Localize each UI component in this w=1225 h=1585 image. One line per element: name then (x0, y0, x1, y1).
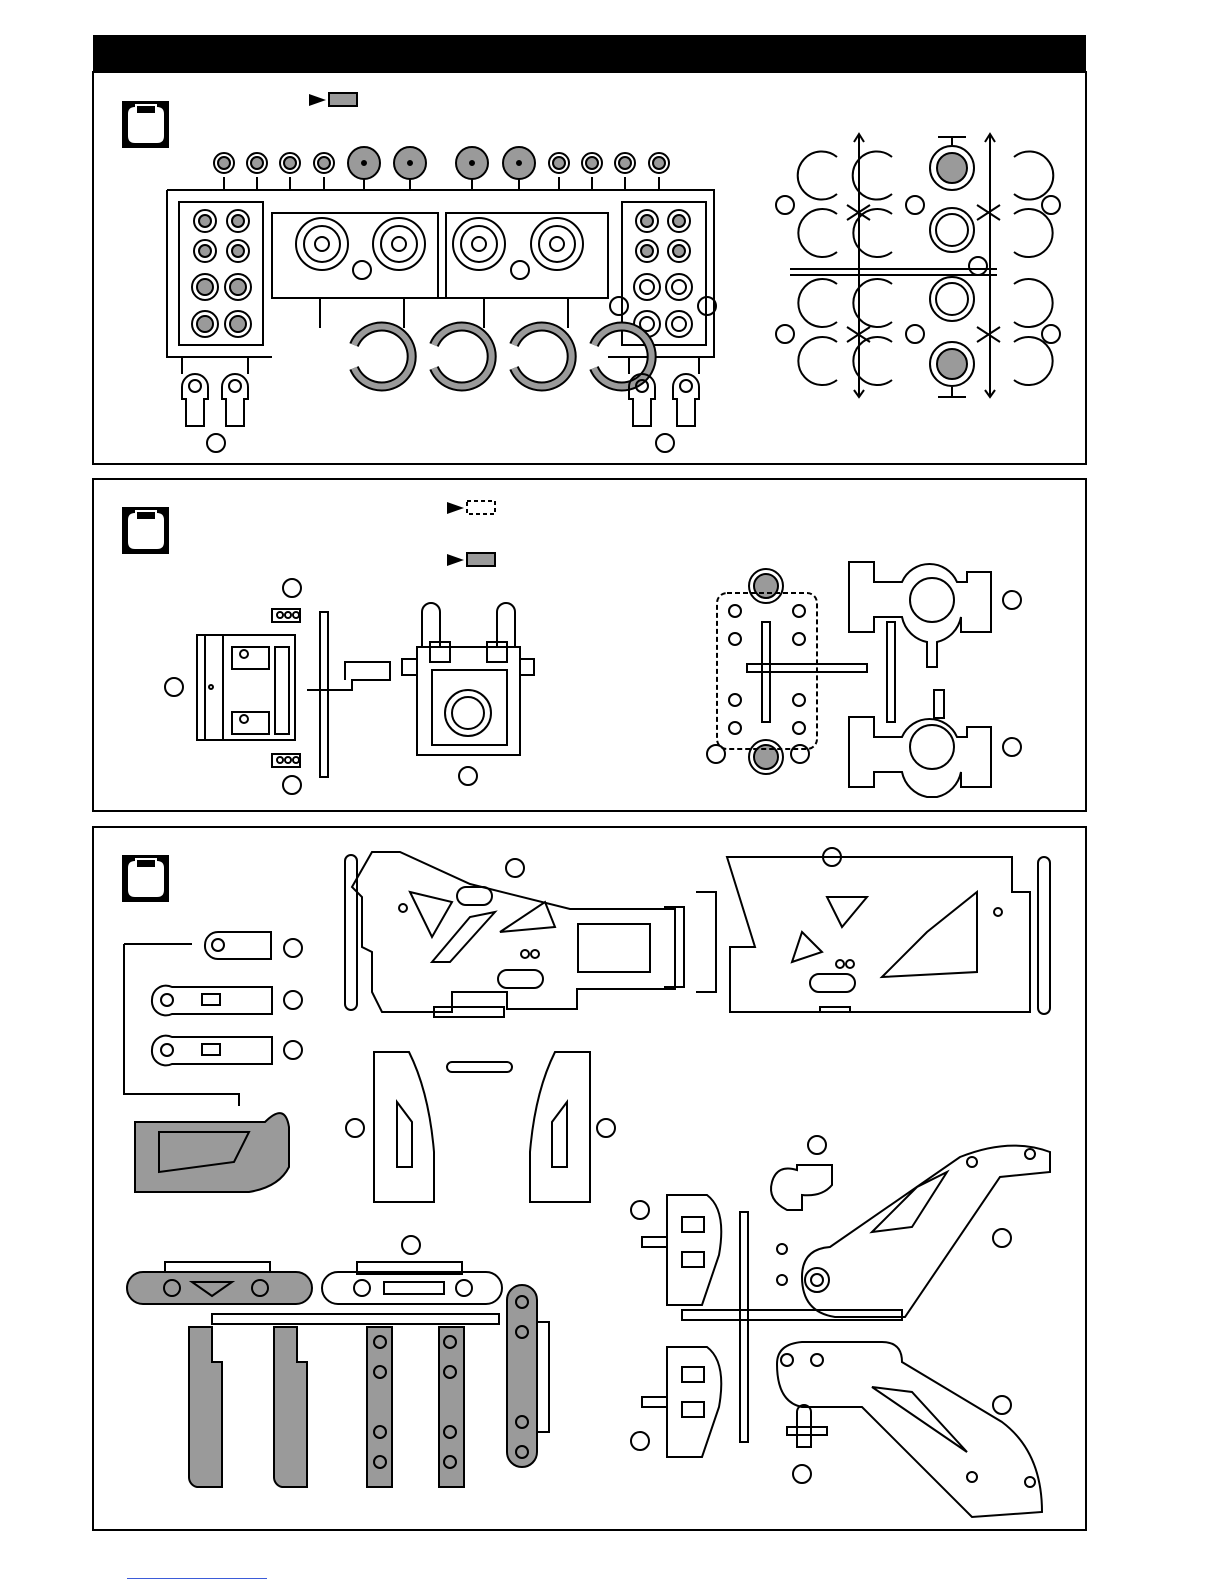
hinge-pin-holders (127, 1236, 549, 1487)
bulkhead-sprue (165, 579, 390, 794)
sprue-panel-3 (92, 826, 1087, 1531)
piston-sprue (167, 177, 716, 387)
parts-bag-icon (122, 855, 169, 902)
arrow-dashed-swatch-icon (447, 501, 495, 514)
sprue-panel-2 (92, 478, 1087, 812)
knuckle-sprue (707, 562, 1021, 797)
c-clip-sprue (776, 134, 1060, 397)
gearbox-housing (402, 603, 534, 785)
header-bar (93, 35, 1086, 72)
hub-carriers (346, 1052, 615, 1202)
suspension-arm-sprue (345, 848, 1050, 1017)
chassis-brace-sprue (631, 1136, 1050, 1517)
parts-bag-icon (122, 101, 169, 148)
sprue-panel-2-drawing (94, 480, 1089, 814)
arrow-gray-swatch-icon (309, 93, 357, 106)
footer-rule (127, 1578, 267, 1579)
lever-sprue (124, 932, 302, 1192)
arrow-gray-swatch-icon (447, 553, 495, 566)
sprue-panel-1-drawing (94, 73, 1089, 467)
sprue-panel-3-drawing (94, 828, 1089, 1533)
piston-row (214, 147, 669, 179)
parts-bag-icon (122, 507, 169, 554)
sprue-panel-1 (92, 71, 1087, 465)
